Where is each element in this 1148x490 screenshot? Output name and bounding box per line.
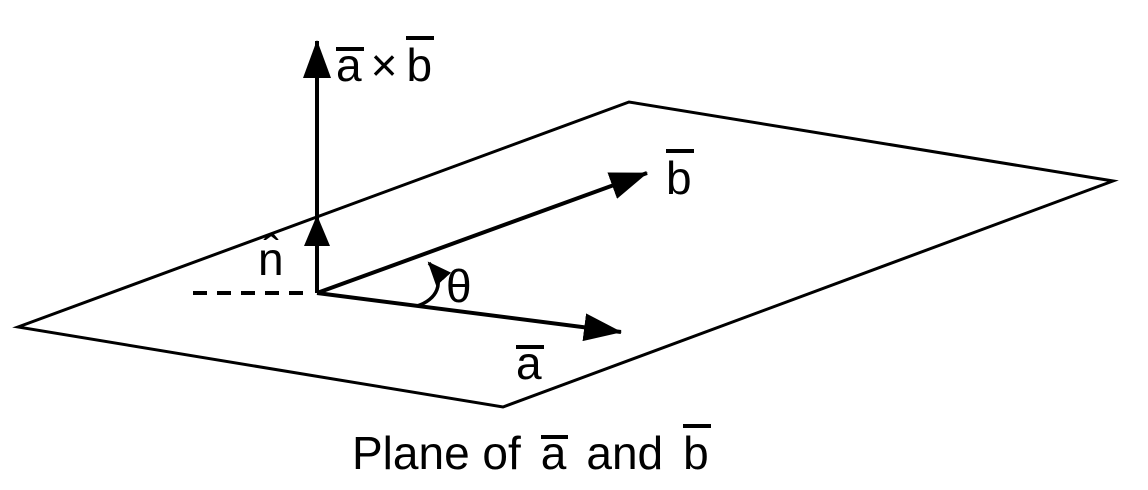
cross-product-a: a [336,39,362,91]
vector-b-label: b [666,149,694,204]
cross-product-operator: × [370,39,398,91]
vector-a-label: a [516,337,544,389]
caption-vector-b-overbar: b [683,424,711,479]
normal-vector-arrowhead [304,215,330,246]
caption-conjunction: and [586,427,664,479]
vector-a-line [316,291,622,342]
caption-prefix: Plane of [352,427,521,479]
cross-product-a-overbar: a [336,39,364,91]
vector-b-letter: b [666,152,692,204]
caption-vector-b: b [683,427,709,479]
cross-product-b-overbar: b [406,36,434,91]
vector-a-overbar: a [516,337,544,389]
cross-product-label: a×b [336,36,434,91]
vector-b-line [316,171,648,295]
theta-angle-arc [416,261,452,308]
vector-b-overbar: b [666,149,694,204]
caption-vector-a: a [540,427,567,479]
normal-vector-label: n̂ [258,233,284,285]
plane-parallelogram [12,100,1119,409]
caption-vector-a-overbar: a [540,427,568,479]
theta-angle-label: θ [446,260,472,312]
vector-a-letter: a [516,337,542,389]
cross-product-b: b [406,39,433,91]
